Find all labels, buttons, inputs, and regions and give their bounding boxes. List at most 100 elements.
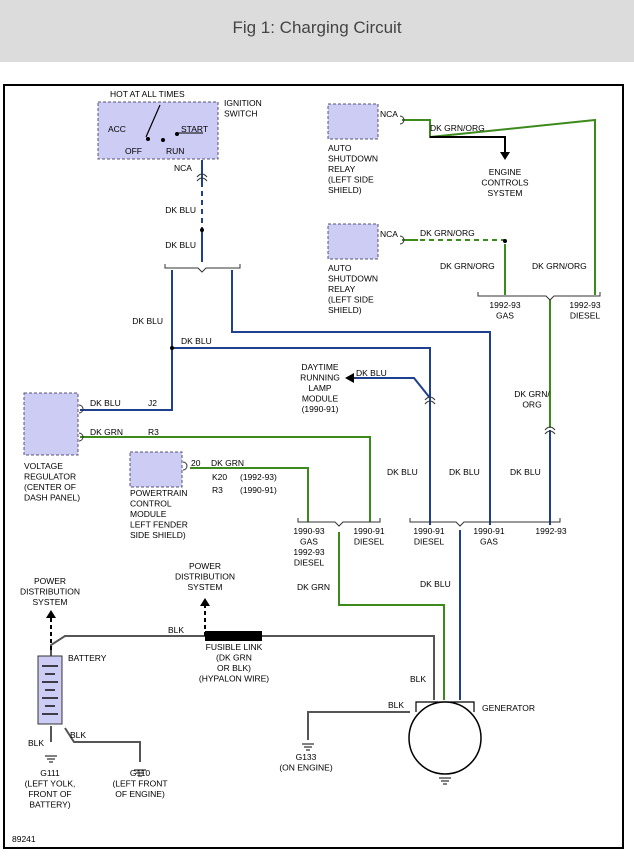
label-g133: G133 xyxy=(296,752,317,762)
label-power-distribution: SYSTEM xyxy=(188,582,223,592)
label-asd-relay-2: AUTO xyxy=(328,263,352,273)
ignition-contact xyxy=(146,137,150,141)
connector-r3 xyxy=(78,432,84,442)
splice-dot xyxy=(170,346,174,350)
connector-pcm xyxy=(182,461,188,471)
pcm-box xyxy=(129,451,183,488)
connector-drl xyxy=(424,396,436,401)
label-pcm-pin: K20 xyxy=(212,472,227,482)
ignition-switch-box xyxy=(97,101,219,160)
label-g110: (LEFT FRONT xyxy=(112,779,167,789)
label-dk-blu: DK BLU xyxy=(90,398,121,408)
label-voltage-regulator: DASH PANEL) xyxy=(24,493,80,503)
label-dk-blu: DK BLU xyxy=(510,467,541,477)
label-pcm-pin: 20 xyxy=(191,458,201,468)
wire-dk-blu-j2 xyxy=(80,270,173,411)
label-dk-blu: DK BLU xyxy=(165,240,196,250)
label-acc: ACC xyxy=(108,124,126,134)
label-power-distribution: DISTRIBUTION xyxy=(20,587,80,597)
label-blk: BLK xyxy=(70,730,86,740)
connector-9293 xyxy=(544,430,556,435)
label-dk-blu: DK BLU xyxy=(356,368,387,378)
wire-blk-g133 xyxy=(307,711,410,740)
ignition-contact xyxy=(161,138,165,142)
label-fusible-link: (DK GRN xyxy=(216,653,252,663)
label-dk-grn-org: ORG xyxy=(522,400,541,410)
splice-brace-ign xyxy=(164,264,241,273)
label-dk-grn: DK GRN xyxy=(297,582,330,592)
splice-brace-blue xyxy=(409,518,561,527)
label-asd-relay-2: SHIELD) xyxy=(328,305,362,315)
label-figure-number: 89241 xyxy=(12,834,36,844)
label-asd-relay-2: SHUTDOWN xyxy=(328,274,378,284)
label-g133: (ON ENGINE) xyxy=(279,763,333,773)
label-ignition-switch: IGNITION xyxy=(224,98,262,108)
label-nca: NCA xyxy=(174,163,192,173)
label-dk-grn-org: DK GRN/ORG xyxy=(532,261,587,271)
label-power-distribution: POWER xyxy=(34,576,66,586)
wire-dk-grn-r3 xyxy=(80,436,371,522)
label-asd-relay-2: (LEFT SIDE xyxy=(328,295,374,305)
label-blk: BLK xyxy=(28,738,44,748)
ignition-contact xyxy=(175,132,179,136)
label-pcm-pin: R3 xyxy=(212,485,223,495)
wire-blk-fusible xyxy=(262,635,435,700)
splice-dot xyxy=(200,228,204,232)
label-pcm: MODULE xyxy=(130,509,167,519)
label-split-gas-diesel: GAS xyxy=(300,537,318,547)
battery-symbol xyxy=(37,655,63,725)
label-blk: BLK xyxy=(410,674,426,684)
label-ignition-switch: SWITCH xyxy=(224,109,258,119)
label-asd-relay-2: RELAY xyxy=(328,284,356,294)
connector-drl xyxy=(424,400,436,405)
wire-dk-blu-gas xyxy=(231,270,491,525)
wire-dk-grn-generator xyxy=(338,532,445,700)
label-voltage-regulator: REGULATOR xyxy=(24,472,76,482)
label-dk-grn-org: DK GRN/ORG xyxy=(430,123,485,133)
label-dk-grn-org: DK GRN/ORG xyxy=(420,228,475,238)
wire-dk-blu-drl xyxy=(348,377,431,399)
connector-asd2 xyxy=(399,235,405,245)
label-fusible-link: (HYPALON WIRE) xyxy=(199,674,269,684)
label-dk-grn-org: DK GRN/ xyxy=(514,389,550,399)
generator-circle xyxy=(408,701,482,775)
label-hot-at-all-times: HOT AT ALL TIMES xyxy=(110,89,185,99)
label-split-gas-diesel: DIESEL xyxy=(294,558,325,568)
label-diesel-9293: 1992-93 xyxy=(569,300,600,310)
label-pcm-year: (1990-91) xyxy=(240,485,277,495)
label-g110: G110 xyxy=(130,768,150,778)
asd-relay-1-box xyxy=(327,103,379,140)
label-diesel-9091: DIESEL xyxy=(414,537,445,547)
wire-blk-battery xyxy=(50,635,205,656)
label-dk-grn-org: DK GRN/ORG xyxy=(440,261,495,271)
label-pcm: SIDE SHIELD) xyxy=(130,530,186,540)
label-pcm: POWERTRAIN xyxy=(130,488,187,498)
label-engine-controls: ENGINE xyxy=(489,167,522,177)
label-start: START xyxy=(181,124,208,134)
label-fusible-link: FUSIBLE LINK xyxy=(206,642,263,652)
label-asd-relay-1: RELAY xyxy=(328,164,356,174)
label-engine-controls: CONTROLS xyxy=(481,178,529,188)
voltage-regulator-box xyxy=(23,392,79,456)
label-power-distribution: SYSTEM xyxy=(33,597,68,607)
arrow-engine-controls xyxy=(500,152,510,160)
label-off: OFF xyxy=(125,146,142,156)
label-r3: R3 xyxy=(148,427,159,437)
label-drl-module: LAMP xyxy=(308,383,331,393)
label-dk-blu: DK BLU xyxy=(449,467,480,477)
label-dk-grn: DK GRN xyxy=(211,458,244,468)
diagram-frame xyxy=(3,84,624,849)
arrow-drl-module xyxy=(345,373,354,383)
label-g111: BATTERY) xyxy=(29,800,70,810)
label-gas-9091: GAS xyxy=(480,537,498,547)
label-9293: 1992-93 xyxy=(535,526,566,536)
fusible-link xyxy=(205,631,262,641)
arrow-power-dist-battery xyxy=(46,610,56,618)
label-voltage-regulator: (CENTER OF xyxy=(24,482,76,492)
label-generator: GENERATOR xyxy=(482,703,535,713)
label-dk-blu: DK BLU xyxy=(387,467,418,477)
label-g110: OF ENGINE) xyxy=(115,789,165,799)
label-diesel-9293: DIESEL xyxy=(570,311,601,321)
label-gas-9293: GAS xyxy=(496,311,514,321)
